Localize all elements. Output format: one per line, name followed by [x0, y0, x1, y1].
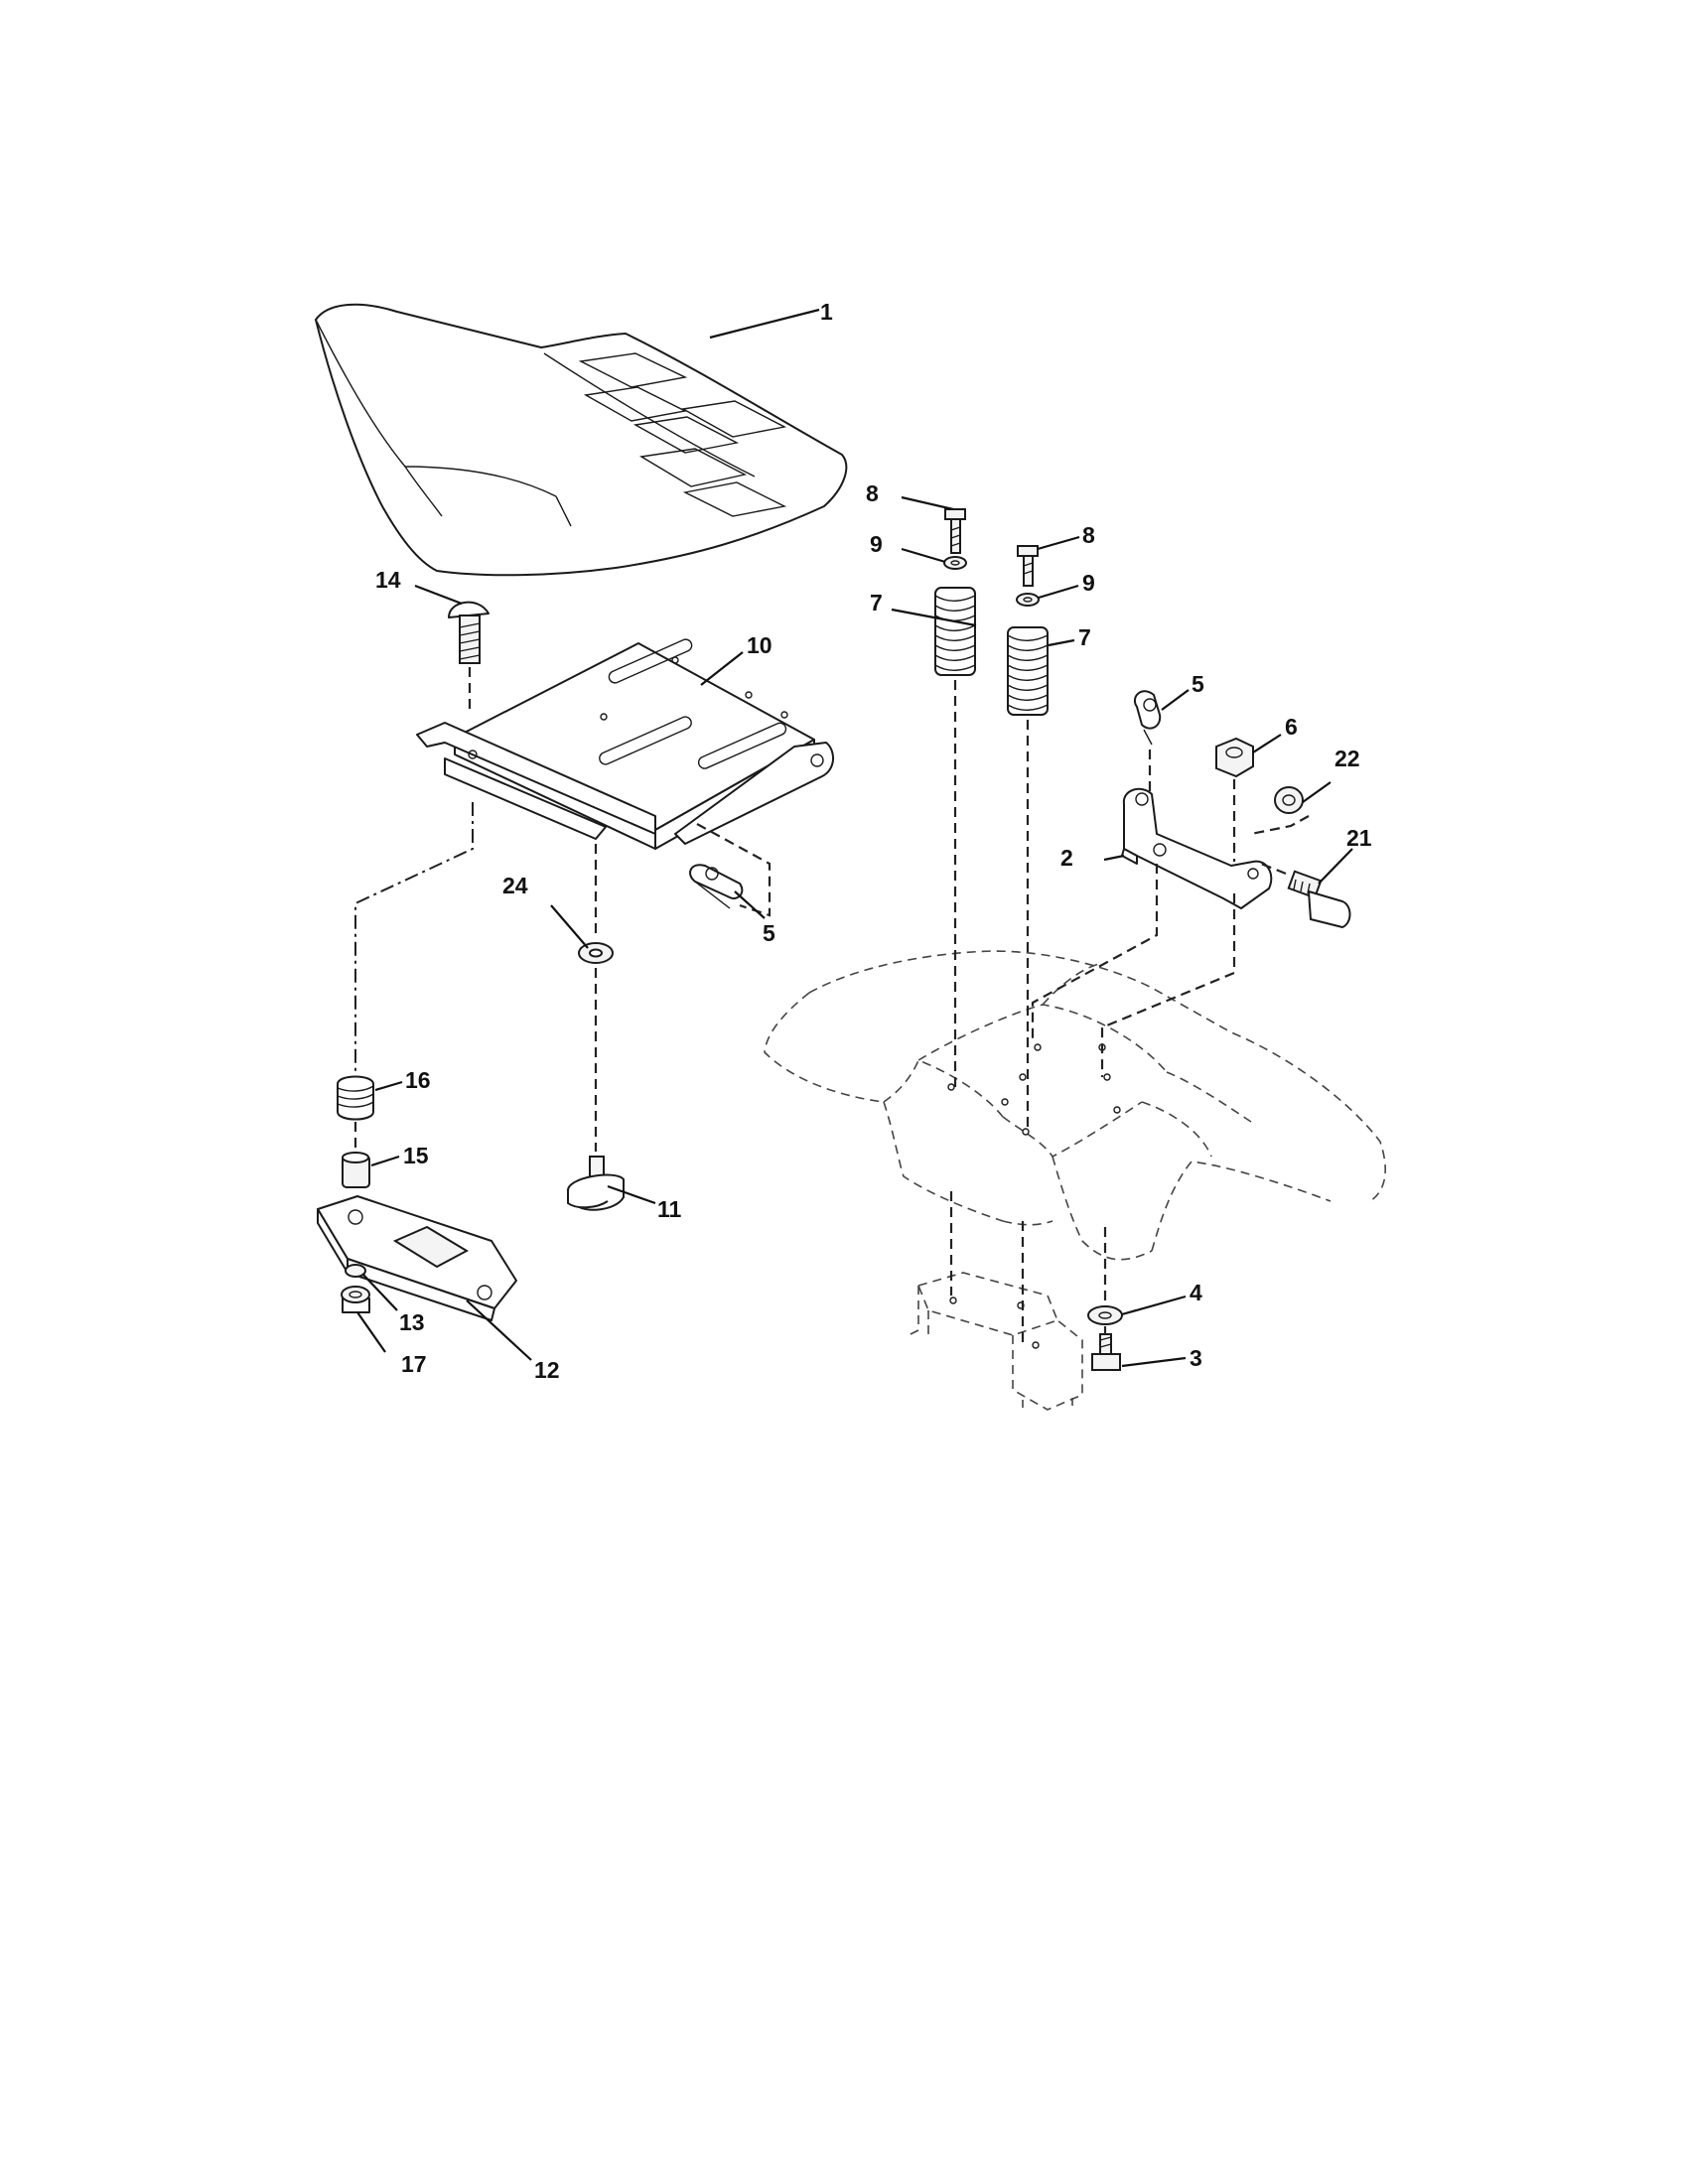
callout-22: 22	[1334, 746, 1360, 771]
callout-5b: 5	[1192, 671, 1204, 697]
callout-17: 17	[401, 1351, 427, 1377]
hex-bolt-21	[1287, 870, 1351, 928]
coil-spring-7-left	[934, 587, 976, 676]
spacer-22	[1274, 786, 1304, 814]
callout-4: 4	[1190, 1280, 1202, 1305]
seat-grip-pads	[578, 352, 787, 517]
callout-8a: 8	[866, 480, 879, 506]
callout-3: 3	[1190, 1345, 1202, 1371]
hairpin-clip-right	[1134, 690, 1162, 746]
seat-pan-slots	[599, 638, 787, 769]
seat-bracket-12	[317, 1195, 517, 1321]
seat	[315, 303, 848, 577]
seat-knob	[567, 1156, 625, 1211]
carriage-bolt	[448, 601, 490, 664]
lock-washer-13	[345, 1264, 366, 1278]
callout-9b: 9	[1082, 570, 1095, 596]
callout-13: 13	[399, 1309, 425, 1335]
nut-17	[341, 1286, 370, 1313]
washer-9-right	[1016, 593, 1040, 607]
callout-labels: 1 2 3 4 5 5 6 7 7 8 8 9 9 10 11 12 13 14…	[375, 299, 1372, 1383]
callout-15: 15	[403, 1143, 429, 1168]
hex-bolt-8-left	[944, 508, 966, 554]
hex-bolt-3	[1091, 1333, 1121, 1371]
coil-spring-7-right	[1007, 626, 1049, 716]
callout-16: 16	[405, 1067, 431, 1093]
hex-bolt-8-right	[1017, 545, 1039, 587]
callout-21: 21	[1346, 825, 1372, 851]
seat-spring-16	[337, 1075, 374, 1121]
leader-lines	[356, 308, 1353, 1368]
callout-2: 2	[1060, 845, 1073, 871]
fender-outline	[764, 950, 1386, 1261]
seat-pan	[416, 638, 834, 850]
washer-9-left	[943, 556, 967, 570]
flat-washer-4	[1087, 1305, 1123, 1325]
frame-mount-outline	[908, 1272, 1083, 1411]
callout-1: 1	[820, 299, 833, 325]
callout-24: 24	[502, 873, 528, 898]
callout-6: 6	[1285, 714, 1298, 740]
callout-10: 10	[747, 632, 772, 658]
callout-7b: 7	[1078, 624, 1091, 650]
callout-11: 11	[657, 1196, 682, 1222]
callout-9a: 9	[870, 531, 883, 557]
fender-holes	[947, 1043, 1121, 1349]
lock-nut-6	[1215, 737, 1254, 778]
callout-8b: 8	[1082, 522, 1095, 548]
hairpin-clip-left	[689, 864, 744, 909]
flat-washer-24	[578, 942, 614, 964]
mounting-bracket-2	[1121, 787, 1273, 909]
spacer-15	[342, 1152, 370, 1188]
callout-5a: 5	[763, 920, 775, 946]
callout-7a: 7	[870, 590, 883, 615]
callout-14: 14	[375, 567, 401, 593]
callout-12: 12	[534, 1357, 560, 1383]
